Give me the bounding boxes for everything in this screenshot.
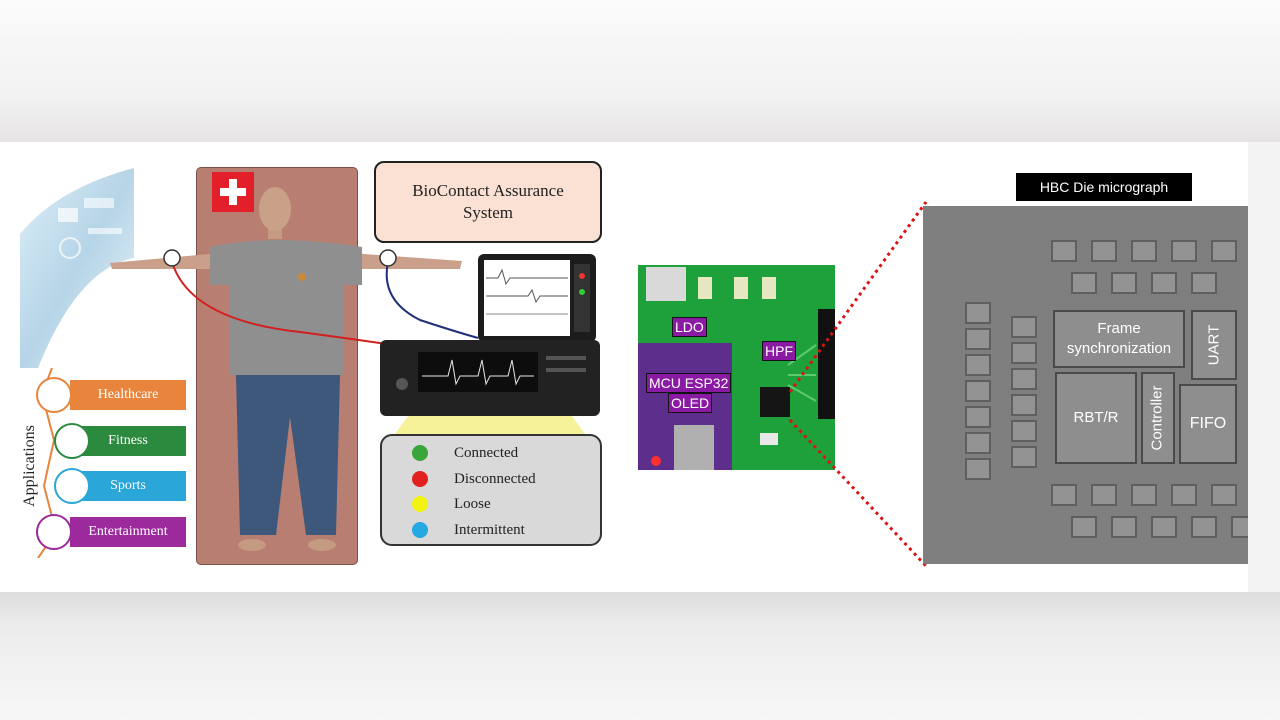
medical-cross-icon — [212, 172, 254, 212]
system-title-box: BioContact Assurance System — [374, 161, 602, 243]
bond-pad — [1131, 484, 1157, 506]
connection-legend: Connected Disconnected Loose Intermitten… — [380, 434, 602, 546]
pcb-label-oled: OLED — [668, 393, 713, 413]
legend-label-connected: Connected — [454, 444, 519, 461]
bond-pad — [1091, 484, 1117, 506]
block-frame-sync: Frame synchronization — [1053, 310, 1185, 368]
block-fifo-label: FIFO — [1189, 415, 1227, 432]
system-title: BioContact Assurance System — [412, 181, 564, 222]
app-circle-entertainment — [36, 514, 72, 550]
bond-pad — [1171, 240, 1197, 262]
bond-pad — [1131, 240, 1157, 262]
legend-label-loose: Loose — [454, 495, 491, 512]
bond-pad — [1051, 484, 1077, 506]
legend-dot-disconnected — [412, 471, 428, 487]
block-fifo: FIFO — [1179, 384, 1237, 464]
app-circle-fitness — [54, 423, 90, 459]
bond-pad — [1051, 240, 1077, 262]
app-bar-entertainment: Entertainment — [70, 517, 186, 547]
block-rbt-label: RBT/R — [1073, 409, 1119, 426]
die-title: HBC Die micrograph — [1016, 173, 1192, 201]
pcb-label-hpf: HPF — [762, 341, 796, 361]
bond-pad — [1231, 516, 1248, 538]
block-uart-label: UART — [1205, 324, 1222, 366]
bond-pad — [965, 432, 991, 454]
bond-pad — [1151, 516, 1177, 538]
legend-dot-connected — [412, 445, 428, 461]
legend-label-disconnected: Disconnected — [454, 470, 536, 487]
bond-pad — [965, 328, 991, 350]
legend-dot-loose — [412, 496, 428, 512]
bond-pad — [965, 406, 991, 428]
bond-pad — [1011, 368, 1037, 390]
block-controller: Controller — [1141, 372, 1175, 464]
bond-pad — [1011, 446, 1037, 468]
pcb-traces — [638, 265, 835, 470]
block-uart: UART — [1191, 310, 1237, 380]
bond-pad — [965, 354, 991, 376]
app-circle-healthcare — [36, 377, 72, 413]
bond-pad — [1071, 516, 1097, 538]
bond-pad — [1191, 516, 1217, 538]
app-bar-fitness: Fitness — [70, 426, 186, 456]
block-frame-sync-label: Frame synchronization — [1066, 320, 1172, 357]
bond-pad — [965, 458, 991, 480]
pcb-label-ldo: LDO — [672, 317, 707, 337]
bond-pad — [1011, 316, 1037, 338]
pcb-label-mcu: MCU ESP32 — [646, 373, 732, 393]
app-bar-healthcare: Healthcare — [70, 380, 186, 410]
bond-pad — [1011, 394, 1037, 416]
block-controller-label: Controller — [1149, 385, 1166, 451]
block-rbt: RBT/R — [1055, 372, 1137, 464]
bond-pad — [1071, 272, 1097, 294]
background-top — [0, 0, 1280, 142]
legend-item-disconnected: Disconnected — [412, 468, 536, 490]
bond-pad — [1171, 484, 1197, 506]
legend-label-intermittent: Intermittent — [454, 521, 525, 538]
bond-pad — [965, 380, 991, 402]
monitoring-device — [380, 254, 600, 438]
bond-pad — [1211, 240, 1237, 262]
bond-pad — [1211, 484, 1237, 506]
legend-item-connected: Connected — [412, 442, 519, 464]
bond-pad — [1191, 272, 1217, 294]
bond-pad — [1091, 240, 1117, 262]
bond-pad — [1151, 272, 1177, 294]
holographic-screen — [20, 168, 134, 368]
legend-item-loose: Loose — [412, 493, 491, 515]
zoom-lines — [788, 201, 928, 568]
pcb-photo: LDO HPF MCU ESP32 OLED — [638, 265, 835, 470]
app-circle-sports — [54, 468, 90, 504]
legend-item-intermittent: Intermittent — [412, 519, 525, 541]
legend-dot-intermittent — [412, 522, 428, 538]
bond-pad — [1011, 342, 1037, 364]
bond-pad — [965, 302, 991, 324]
background-bottom — [0, 592, 1280, 720]
die-micrograph: Frame synchronization UART RBT/R Control… — [923, 206, 1248, 564]
bond-pad — [1111, 272, 1137, 294]
bond-pad — [1111, 516, 1137, 538]
bond-pad — [1011, 420, 1037, 442]
